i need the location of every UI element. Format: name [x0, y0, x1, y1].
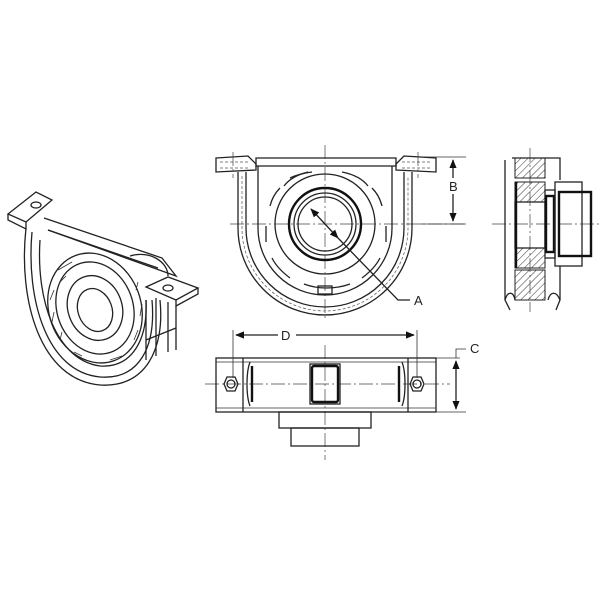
bolt-head-icon [223, 376, 239, 392]
bolt-hole-icon [30, 201, 42, 209]
side-section-view [492, 148, 600, 312]
dimension-c-label: C [470, 341, 479, 356]
bolt-hole-icon [162, 284, 174, 292]
dimension-a-arrow [310, 208, 339, 239]
dimension-b-label: B [449, 179, 458, 194]
bolt-head-icon [409, 376, 425, 392]
bottom-view: D C [205, 326, 479, 460]
isometric-view [6, 191, 200, 386]
dimension-a-label: A [414, 293, 423, 308]
front-view: A B [215, 145, 466, 320]
dimension-d-label: D [281, 328, 290, 343]
